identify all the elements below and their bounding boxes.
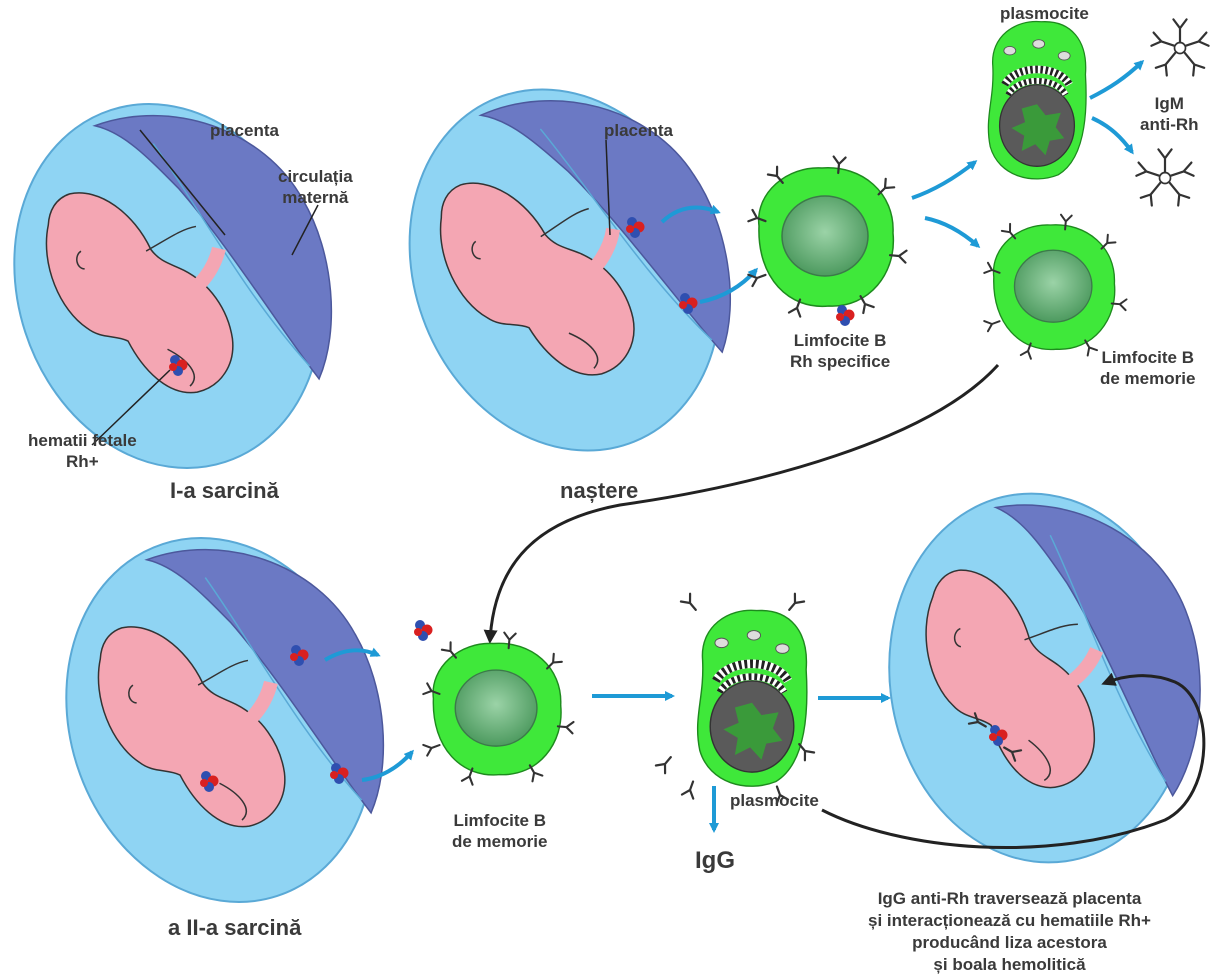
rbc-near-lymphocyte [836,305,855,326]
label-igg: IgG [695,847,735,875]
igg-antibody-5 [682,779,699,798]
label-placenta-2: placenta [604,120,673,141]
igg-antibody-2 [785,594,804,614]
arrow-to-plasmocite-top [912,162,975,198]
igg-antibody-3 [656,753,675,773]
label-nastere: naștere [560,478,638,504]
label-plasmocite-bottom: plasmocite [730,790,819,811]
arrow-to-memory-top [925,218,978,246]
label-second-pregnancy: a II-a sarcină [168,915,301,941]
label-circulatia-materna: circulația maternă [278,166,353,208]
lymphocyte-b-specific [748,157,906,317]
lymphocyte-b-memory-top [984,215,1126,359]
label-placenta-1: placenta [210,120,279,141]
label-limfocite-b-specifice: Limfocite B Rh specifice [790,330,890,372]
free-rbc [414,620,433,641]
igm-molecule-1 [1151,19,1208,75]
arrow-igm-2 [1092,118,1132,152]
label-first-pregnancy: I-a sarcină [170,478,279,504]
label-limfocite-b-memorie-top: Limfocite B de memorie [1100,347,1195,389]
label-hematii-fetale: hematii fetale Rh+ [28,430,137,472]
label-plasmocite-top: plasmocite [1000,3,1089,24]
igm-molecule-2 [1136,149,1193,205]
igg-antibody-1 [681,594,700,614]
label-limfocite-b-memorie-bottom: Limfocite B de memorie [452,810,547,852]
label-igg-caption: IgG anti-Rh traversează placenta și inte… [868,888,1151,976]
birth-scene [357,39,782,498]
label-igm-anti-rh: IgM anti-Rh [1140,93,1199,135]
plasma-cell-top [988,22,1086,179]
arrow-igm-1 [1090,62,1142,98]
second-pregnancy-scene [20,495,428,942]
plasma-cell-bottom [698,610,807,786]
lymphocyte-b-memory-bottom [423,633,573,785]
